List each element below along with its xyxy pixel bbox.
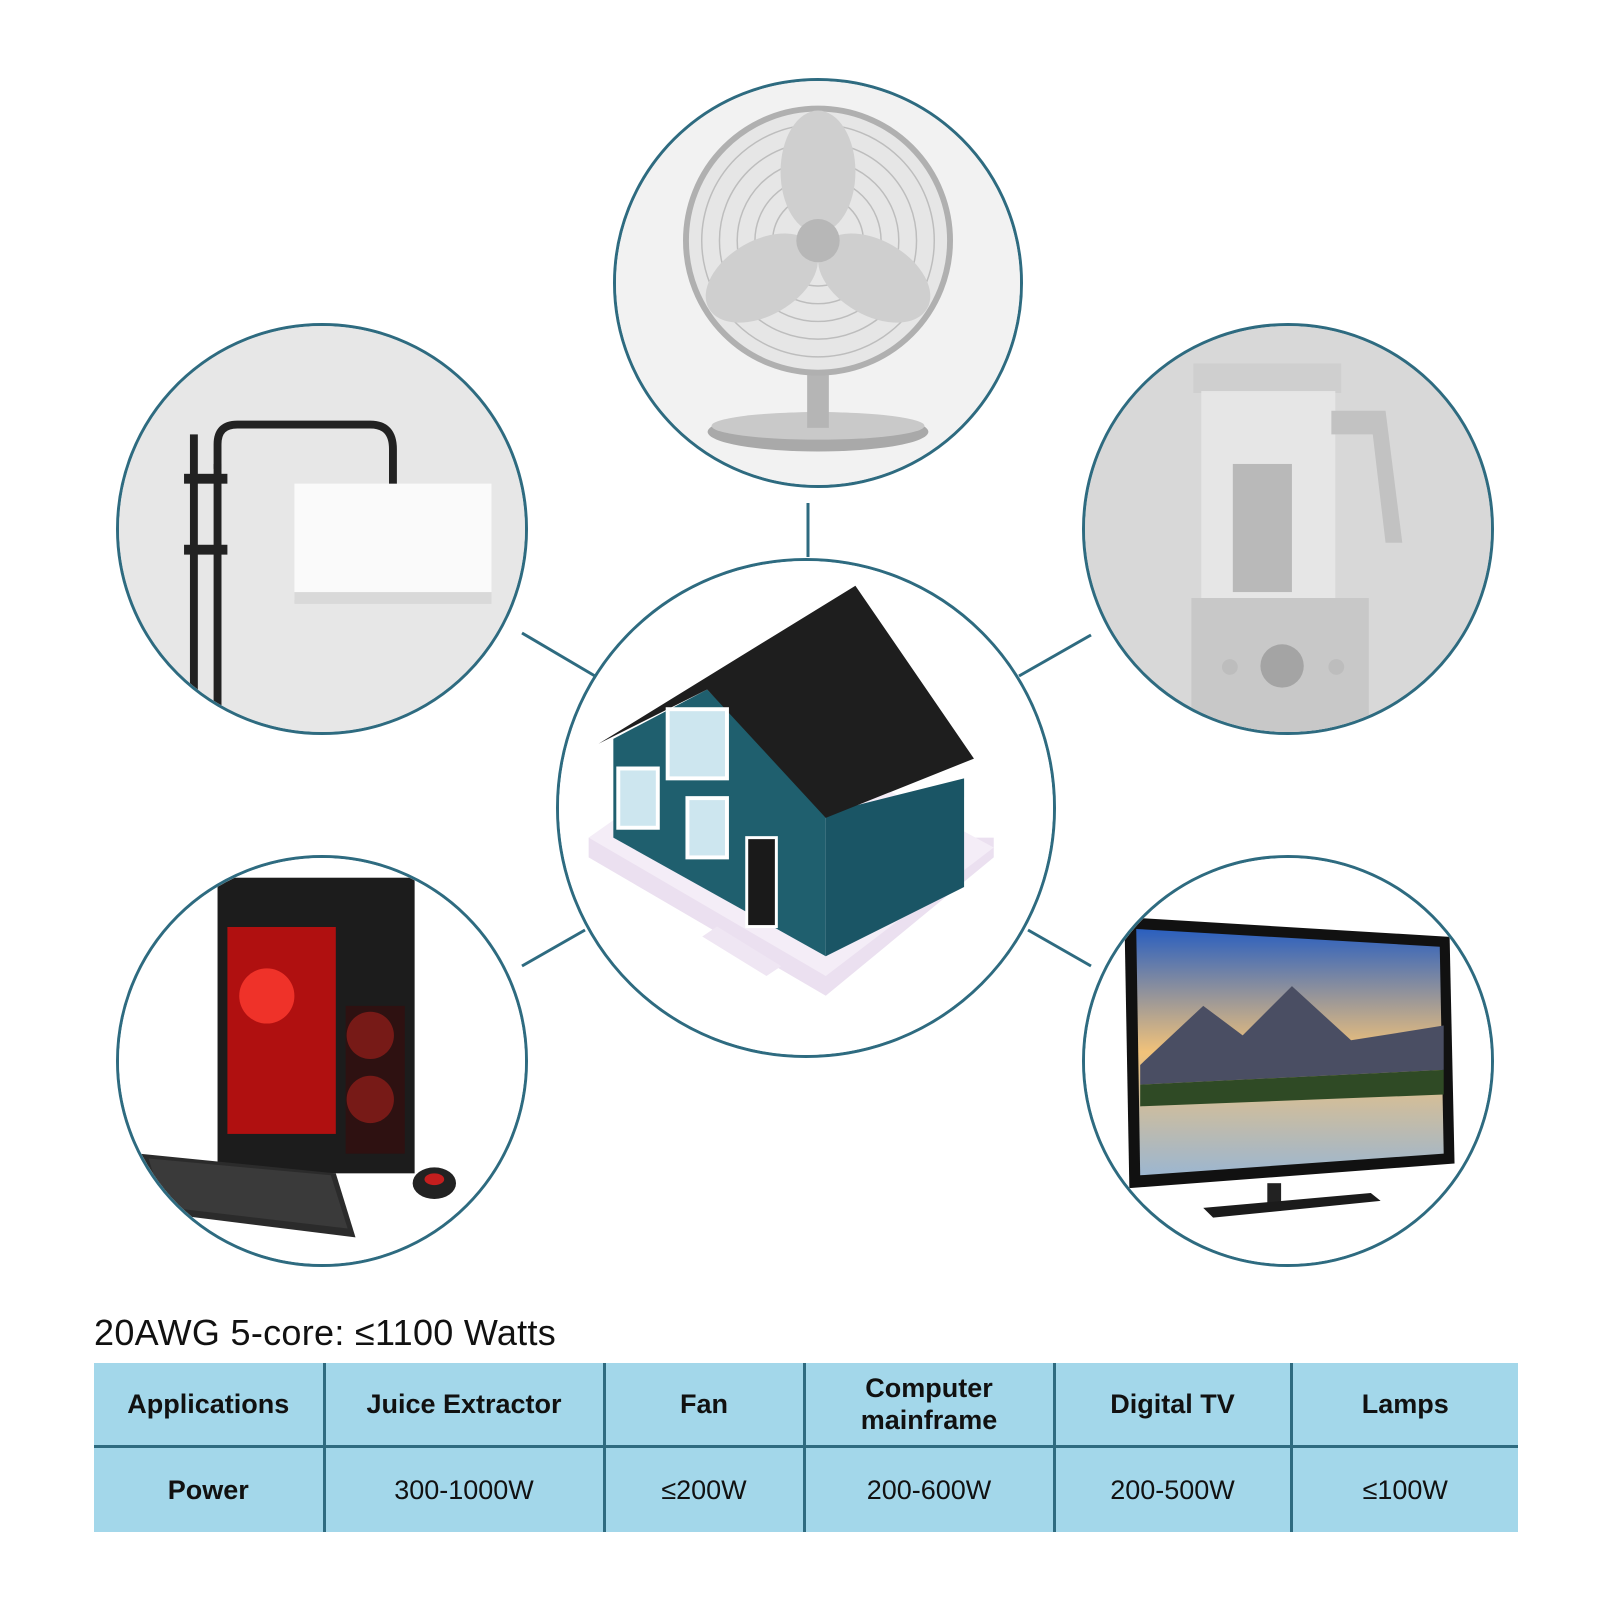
juicer-icon bbox=[1085, 326, 1491, 732]
table-cell: 200-600W bbox=[804, 1446, 1056, 1532]
tv-circle bbox=[1082, 855, 1494, 1267]
header-cell: Juice Extractor bbox=[324, 1363, 606, 1448]
juicer-circle bbox=[1082, 323, 1494, 735]
header-cell: Lamps bbox=[1291, 1363, 1518, 1448]
fan-icon bbox=[616, 81, 1020, 485]
spec-title: 20AWG 5-core: ≤1100 Watts bbox=[94, 1312, 557, 1353]
tv-icon bbox=[1085, 858, 1491, 1264]
table-cell: 200-500W bbox=[1054, 1446, 1293, 1532]
table-cell: ≤200W bbox=[604, 1446, 806, 1532]
row-label-power: Power bbox=[94, 1446, 326, 1532]
header-cell-applications: Applications bbox=[94, 1363, 326, 1448]
connector-lines bbox=[521, 503, 1092, 968]
table-cell: ≤100W bbox=[1362, 1474, 1448, 1505]
house-circle bbox=[556, 558, 1056, 1058]
computer-icon bbox=[119, 858, 525, 1264]
power-table: Applications Juice Extractor Fan Compute… bbox=[94, 1363, 1518, 1532]
header-cell: Fan bbox=[604, 1363, 806, 1448]
header-cell: Digital TV bbox=[1054, 1363, 1293, 1448]
computer-circle bbox=[116, 855, 528, 1267]
lamp-icon bbox=[119, 326, 525, 732]
table-header-row: Applications Juice Extractor Fan Compute… bbox=[94, 1363, 1518, 1448]
table-row-power: Power 300-1000W ≤200W 200-600W 200-500W … bbox=[94, 1446, 1518, 1532]
fan-circle bbox=[613, 78, 1023, 488]
house-icon bbox=[559, 561, 1053, 1055]
table-cell: 300-1000W bbox=[324, 1446, 606, 1532]
lamp-circle bbox=[116, 323, 528, 735]
header-cell: Computer mainframe bbox=[804, 1363, 1056, 1448]
